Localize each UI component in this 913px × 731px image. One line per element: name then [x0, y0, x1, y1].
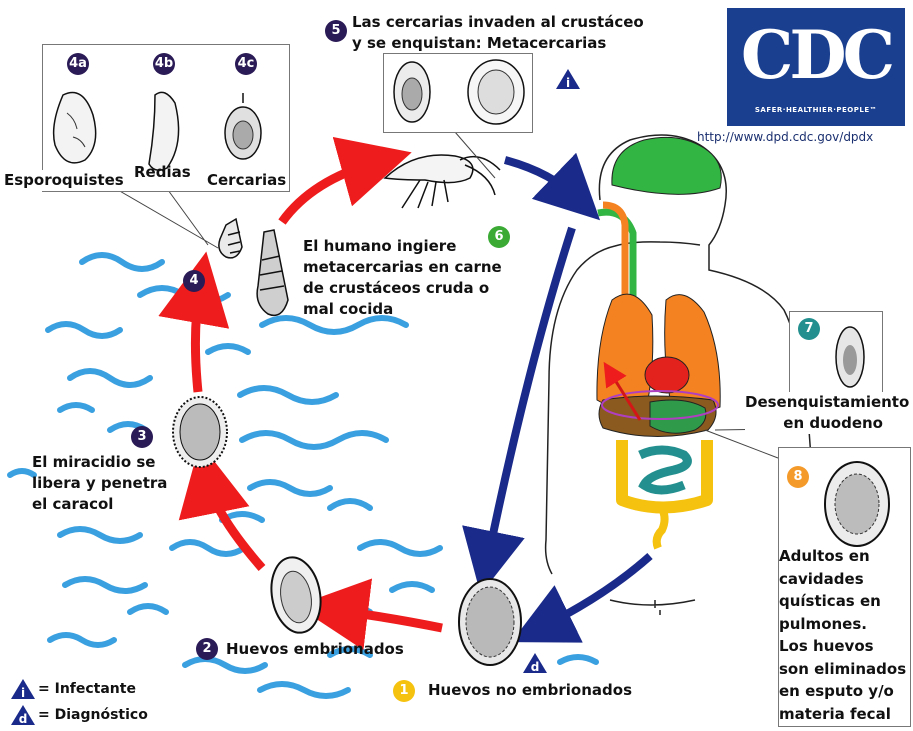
arrow-lung-to-1: [540, 556, 650, 628]
stage-6-line-4: mal cocida: [303, 299, 502, 320]
legend-infective-icon-text: i: [21, 686, 25, 700]
cdc-logo: CDC SAFER·HEALTHIER·PEOPLE™: [727, 8, 905, 126]
stage-3-label: El miracidio se libera y penetra el cara…: [32, 452, 167, 515]
snail-shell-1: [219, 219, 242, 258]
stage-8-number: 8: [787, 466, 809, 488]
small-intestine: [640, 450, 687, 490]
stage-6-line-1: El humano ingiere: [303, 236, 502, 257]
stage-1-number: 1: [393, 680, 415, 702]
legend-diagnostic-label: = Diagnóstico: [38, 705, 148, 726]
metacercaria-drawings: [384, 54, 532, 132]
cdc-logo-text: CDC: [727, 16, 905, 94]
legend-diagnostic-icon: d: [10, 704, 36, 726]
legend-infective-label: = Infectante: [38, 679, 136, 700]
stage-5-label: Las cercarias invaden al crustáceo y se …: [352, 12, 644, 54]
stage-8-label: Adultos en cavidades quísticas en pulmon…: [779, 545, 906, 725]
callout-line-8: [705, 430, 778, 458]
stage-5-number: 5: [325, 20, 347, 42]
stage-8-line-7: en esputo y/o: [779, 680, 906, 703]
arrow-1-to-2: [332, 610, 442, 628]
stage-7-line-2: en duodeno: [745, 413, 909, 434]
stage-4-number: 4: [183, 270, 205, 292]
stage-8-line-3: quísticas en: [779, 590, 906, 613]
stage-6-label: El humano ingiere metacercarias en carne…: [303, 236, 502, 320]
brain: [612, 137, 721, 194]
stage-4a-label: Esporoquistes: [4, 170, 124, 191]
legend-diagnostic-icon-text: d: [19, 712, 28, 726]
arrow-4-to-5: [282, 162, 377, 222]
stage-8-line-5: Los huevos: [779, 635, 906, 658]
embryonated-egg: [266, 553, 326, 636]
stage-7-box: 7: [789, 311, 883, 403]
arrow-5-to-mouth: [505, 160, 577, 198]
stage-2-number: 2: [196, 638, 218, 660]
adult-fluke-drawing: [779, 448, 910, 558]
stage-8-line-6: son eliminados: [779, 658, 906, 681]
infective-symbol: i: [555, 68, 581, 90]
diagnostic-symbol-text: d: [531, 660, 540, 674]
stage-8-line-4: pulmones.: [779, 613, 906, 636]
stage-7-line-1: Desenquistamiento: [745, 392, 909, 413]
stage-3-line-2: libera y penetra: [32, 473, 167, 494]
stage-7-label: Desenquistamiento en duodeno: [745, 392, 909, 434]
stage-8-line-1: Adultos en: [779, 545, 906, 568]
stage-3-number: 3: [131, 426, 153, 448]
stage-5-line-2: y se enquistan: Metacercarias: [352, 33, 644, 54]
stage-4c-label: Cercarias: [207, 170, 286, 191]
stage-4a-number: 4a: [67, 53, 89, 75]
stage-5-box: [383, 53, 533, 133]
stage-5-line-1: Las cercarias invaden al crustáceo: [352, 12, 644, 33]
stage-8-line-2: cavidades: [779, 568, 906, 591]
cdc-tagline: SAFER·HEALTHIER·PEOPLE™: [727, 106, 905, 114]
trachea: [603, 205, 625, 300]
stage-6-line-2: metacercarias en carne: [303, 257, 502, 278]
crustacean: [385, 155, 500, 208]
stage-8-line-8: materia fecal: [779, 703, 906, 726]
stage-4b-number: 4b: [153, 53, 175, 75]
arrow-3-to-4: [195, 287, 200, 392]
legend-infective-icon: i: [10, 678, 36, 700]
diagnostic-symbol: d: [522, 652, 548, 674]
heart: [645, 357, 689, 393]
callout-lines-4: [118, 190, 218, 248]
infective-symbol-text: i: [566, 76, 570, 90]
stage-2-label: Huevos embrionados: [226, 639, 404, 660]
stage-7-number: 7: [798, 318, 820, 340]
stage-1-label: Huevos no embrionados: [428, 680, 632, 701]
stage-6-line-3: de crustáceos cruda o: [303, 278, 502, 299]
unembryonated-egg: [459, 579, 521, 665]
stage-4b-label: Redias: [134, 162, 191, 183]
snail-shell-2: [257, 230, 288, 315]
stage-3-line-3: el caracol: [32, 494, 167, 515]
cdc-url-link[interactable]: http://www.dpd.cdc.gov/dpdx: [697, 130, 873, 144]
miracidium: [173, 397, 227, 467]
stage-4c-number: 4c: [235, 53, 257, 75]
stage-3-line-1: El miracidio se: [32, 452, 167, 473]
